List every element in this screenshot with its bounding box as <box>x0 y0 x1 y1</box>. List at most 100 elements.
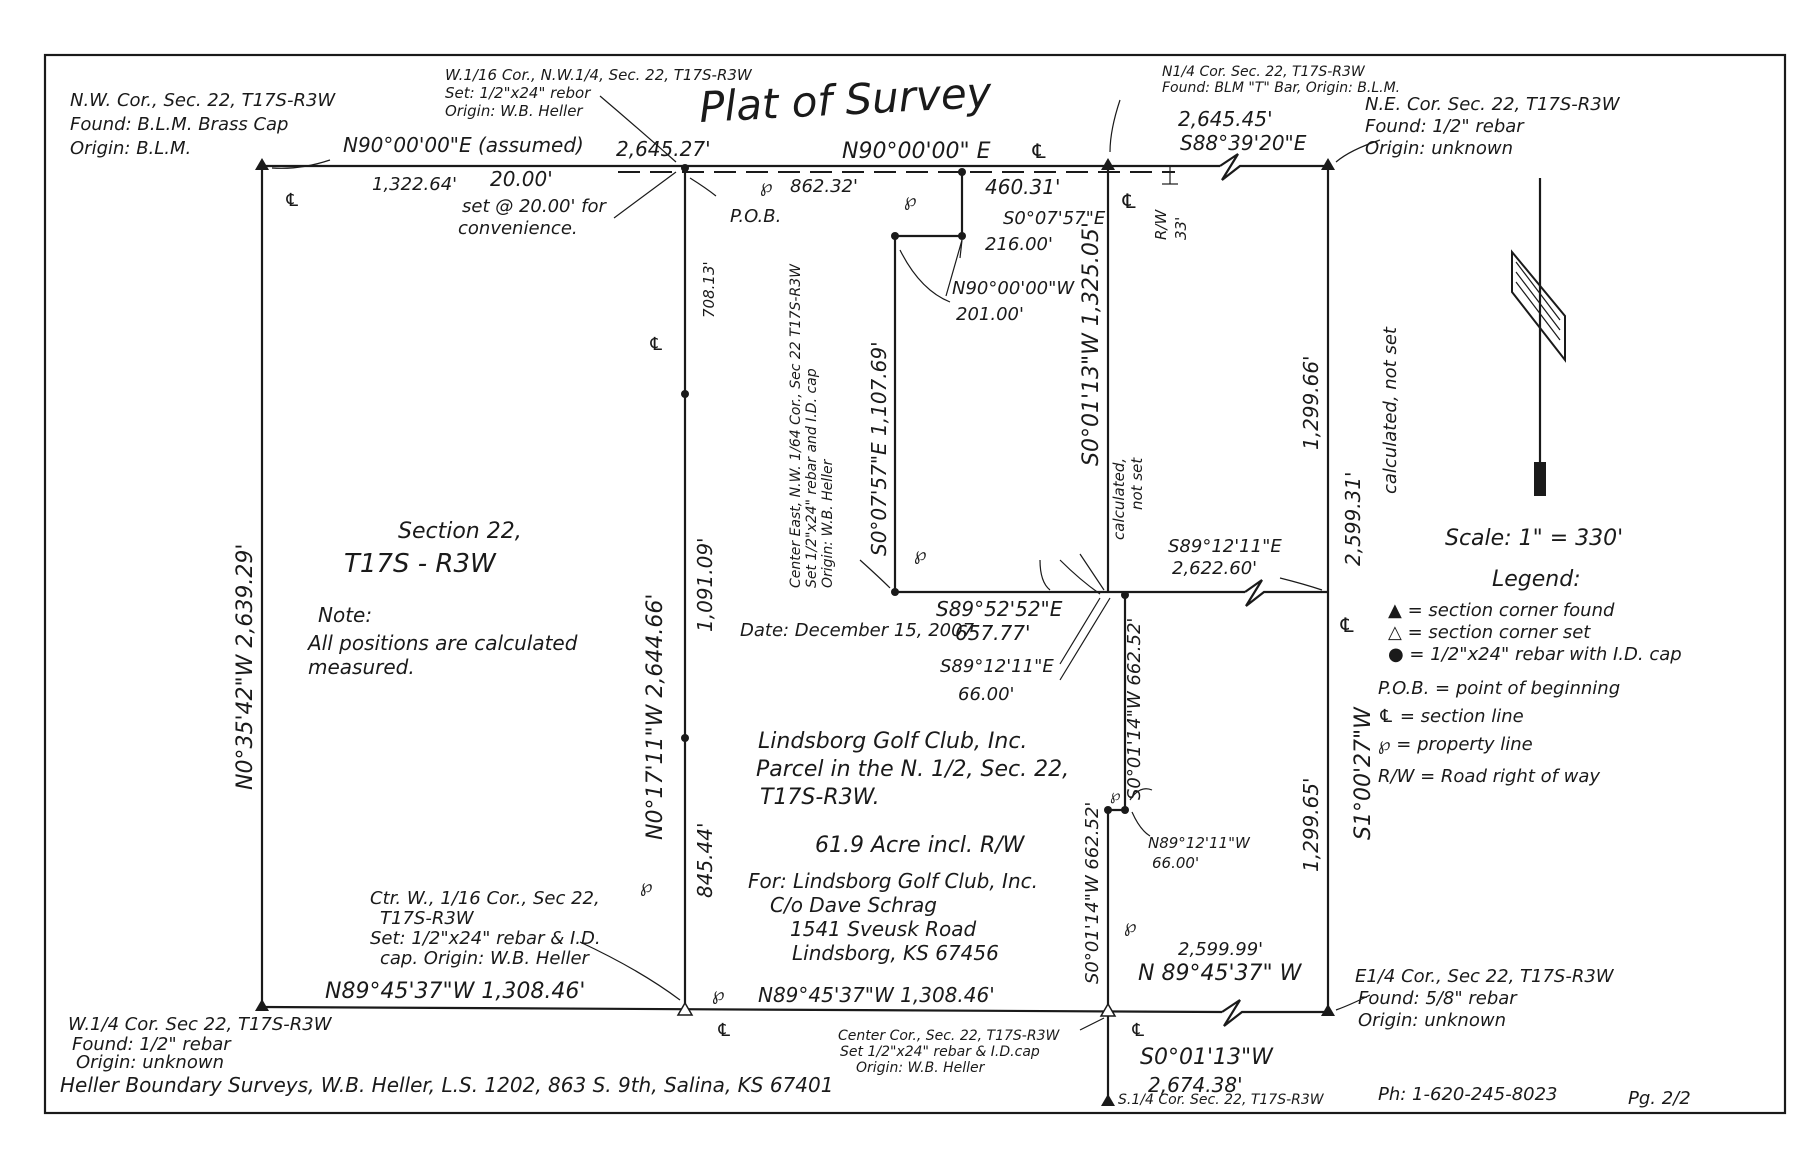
nw-corner-label: N.W. Cor., Sec. 22, T17S-R3W Found: B.L.… <box>70 90 336 159</box>
svg-text:Origin: unknown: Origin: unknown <box>1358 1010 1506 1031</box>
ne-corner-label: N.E. Cor. Sec. 22, T17S-R3W Found: 1/2" … <box>1365 94 1621 159</box>
south-east-distance: 2,599.99' <box>1178 939 1263 960</box>
svg-text:C/o Dave Schrag: C/o Dave Schrag <box>770 893 937 917</box>
set-offset-note-2: convenience. <box>458 218 578 239</box>
svg-text:measured.: measured. <box>308 655 415 679</box>
distance-1299-lower: 1,299.65' <box>1299 777 1323 872</box>
center-corner-label: Center Cor., Sec. 22, T17S-R3W Set 1/2"x… <box>838 1028 1060 1076</box>
bearing-n9000w: N90°00'00"W <box>952 278 1075 299</box>
svg-text:T17S-R3W.: T17S-R3W. <box>760 785 880 810</box>
svg-text:Ctr. W., 1/16 Cor., Sec 22,: Ctr. W., 1/16 Cor., Sec 22, <box>370 888 600 909</box>
svg-text:P.O.B. = point of beginning: P.O.B. = point of beginning <box>1378 678 1620 699</box>
svg-text:Found: BLM "T" Bar, Origin: B.: Found: BLM "T" Bar, Origin: B.L.M. <box>1162 80 1400 96</box>
svg-text:R/W = Road right of way: R/W = Road right of way <box>1378 766 1600 787</box>
set-offset-note-1: set @ 20.00' for <box>462 196 608 217</box>
svg-text:Origin: unknown: Origin: unknown <box>1365 138 1513 159</box>
svg-text:N.W. Cor., Sec. 22, T17S-R3W: N.W. Cor., Sec. 22, T17S-R3W <box>70 90 336 111</box>
center-corner-set <box>1099 1002 1117 1017</box>
svg-text:E1/4 Cor., Sec 22, T17S-R3W: E1/4 Cor., Sec 22, T17S-R3W <box>1355 966 1615 987</box>
distance-2622: 2,622.60' <box>1172 558 1257 579</box>
bearing-s0757-short: S0°07'57"E <box>1003 208 1106 229</box>
svg-text:N.E. Cor. Sec. 22, T17S-R3W: N.E. Cor. Sec. 22, T17S-R3W <box>1365 94 1621 115</box>
ne-top-distance: 2,645.45' <box>1178 107 1273 131</box>
distance-201: 201.00' <box>956 304 1024 325</box>
parcel-title: Lindsborg Golf Club, Inc. Parcel in the … <box>756 729 1069 810</box>
svg-text:Origin: W.B. Heller: Origin: W.B. Heller <box>445 102 583 120</box>
svg-text:W.1/16 Cor., N.W.1/4, Sec. 22,: W.1/16 Cor., N.W.1/4, Sec. 22, T17S-R3W <box>445 66 753 84</box>
svg-text:Origin: B.L.M.: Origin: B.L.M. <box>70 138 191 159</box>
bearing-s0114-upper: S0°01'14"W 662.52' <box>1124 618 1145 800</box>
mid-line-break <box>1244 579 1328 607</box>
distance-216: 216.00' <box>985 234 1053 255</box>
svg-text:For: Lindsborg Golf Club, Inc.: For: Lindsborg Golf Club, Inc. <box>748 869 1038 893</box>
survey-date: Date: December 15, 2007 <box>740 620 975 641</box>
svg-text:Lindsborg Golf Club, Inc.: Lindsborg Golf Club, Inc. <box>758 729 1027 754</box>
phone-number: Ph: 1-620-245-8023 <box>1378 1084 1558 1105</box>
legend-title: Legend: <box>1492 567 1581 592</box>
east-line-bearing: S1°00'27"W <box>1351 706 1376 840</box>
calc-not-set-2: not set <box>1128 457 1146 510</box>
ctr-w-corner-set <box>676 1001 694 1016</box>
pob-label: P.O.B. <box>730 206 781 227</box>
quarter-line-bearing: S0°01'13"W 1,325.05' <box>1079 222 1104 466</box>
leader-lines <box>271 95 1381 1031</box>
north-line-bearing-assumed: N90°00'00"E (assumed) <box>343 133 584 157</box>
distance-1299-upper: 1,299.66' <box>1299 355 1323 450</box>
svg-text:Set 1/2"x24" rebar and I.D. ca: Set 1/2"x24" rebar and I.D. cap <box>804 368 820 588</box>
svg-text:1541 Sveusk Road: 1541 Sveusk Road <box>790 917 977 941</box>
svg-text:Set 1/2"x24" rebar & I.D.cap: Set 1/2"x24" rebar & I.D.cap <box>840 1044 1040 1060</box>
svg-text:T17S-R3W: T17S-R3W <box>380 908 475 929</box>
calc-not-set-1: calculated, <box>1110 458 1128 540</box>
svg-text:Found: 1/2" rebar: Found: 1/2" rebar <box>72 1034 232 1055</box>
bearing-n8912w: N89°12'11"W <box>1148 834 1251 852</box>
distance-460: 460.31' <box>985 175 1060 199</box>
jog-property-symbol: ℘ <box>1110 786 1120 804</box>
south-mid-bearing: N89°45'37"W 1,308.46' <box>758 983 995 1007</box>
section-label-2: T17S - R3W <box>344 549 497 579</box>
east-line-section-symbol: ℄ <box>1338 613 1356 637</box>
w16-line-section-symbol: ℄ <box>648 334 664 355</box>
note-block: Note: All positions are calculated measu… <box>306 603 578 679</box>
distance-862: 862.32' <box>790 176 858 197</box>
surveyor-footer: Heller Boundary Surveys, W.B. Heller, L.… <box>60 1073 833 1097</box>
south-tie-section-symbol: ℄ <box>1130 1020 1146 1041</box>
n-quarter-corner-found <box>1101 158 1115 170</box>
svg-text:△ = section corner set: △ = section corner set <box>1388 622 1591 643</box>
svg-text:Center East, N.W. 1/64 Cor., S: Center East, N.W. 1/64 Cor., Sec 22 T17S… <box>788 263 804 588</box>
north-line-break <box>1219 153 1328 181</box>
w16-lower-property-symbol: ℘ <box>640 876 653 897</box>
svg-text:Lindsborg, KS 67456: Lindsborg, KS 67456 <box>792 941 999 965</box>
svg-text:℘ = property line: ℘ = property line <box>1378 734 1533 755</box>
w-quarter-corner-found <box>255 999 269 1011</box>
legend-items: ▲ = section corner found △ = section cor… <box>1378 600 1682 787</box>
svg-text:cap. Origin: W.B. Heller: cap. Origin: W.B. Heller <box>380 948 591 969</box>
ne-top-bearing: S88°39'20"E <box>1180 131 1307 155</box>
rebar-1091 <box>681 734 689 742</box>
parcel-property-line-symbol: ℘ <box>904 190 917 211</box>
page-number: Pg. 2/2 <box>1628 1088 1691 1109</box>
parcel-west-bearing: S0°07'57"E 1,107.69' <box>867 341 891 556</box>
svg-text:Origin: W.B. Heller: Origin: W.B. Heller <box>820 458 836 588</box>
east-quarter-line-section-symbol: ℄ <box>1120 189 1138 213</box>
rw-33: 33' <box>1172 217 1190 240</box>
client-block: For: Lindsborg Golf Club, Inc. C/o Dave … <box>748 869 1038 965</box>
rebar-pob <box>681 164 689 172</box>
svg-text:Origin: W.B. Heller: Origin: W.B. Heller <box>856 1060 986 1076</box>
rebar-parcel-ne <box>958 232 966 240</box>
south-east-bearing: N 89°45'37" W <box>1138 961 1303 986</box>
west-line-bearing: N0°35'42"W 2,639.29' <box>233 544 258 790</box>
rebar-parcel-nw <box>891 232 899 240</box>
rebar-parcel-sw <box>891 588 899 596</box>
svg-text:℄ = section line: ℄ = section line <box>1378 706 1524 727</box>
svg-text:Origin: unknown: Origin: unknown <box>76 1052 224 1073</box>
ne-corner-found <box>1321 158 1335 170</box>
svg-text:Found: B.L.M. Brass Cap: Found: B.L.M. Brass Cap <box>70 114 288 135</box>
e-quarter-corner-label: E1/4 Cor., Sec 22, T17S-R3W Found: 5/8" … <box>1355 966 1615 1031</box>
svg-text:All positions are calculated: All positions are calculated <box>306 631 578 655</box>
north-line-half-distance: 1,322.64' <box>372 174 457 195</box>
north-mid-bearing: N90°00'00" E <box>842 139 991 164</box>
svg-text:Set: 1/2"x24" rebar & I.D.: Set: 1/2"x24" rebar & I.D. <box>370 928 601 949</box>
rebar-jog-se <box>1121 806 1129 814</box>
distance-845: 845.44' <box>693 823 717 898</box>
